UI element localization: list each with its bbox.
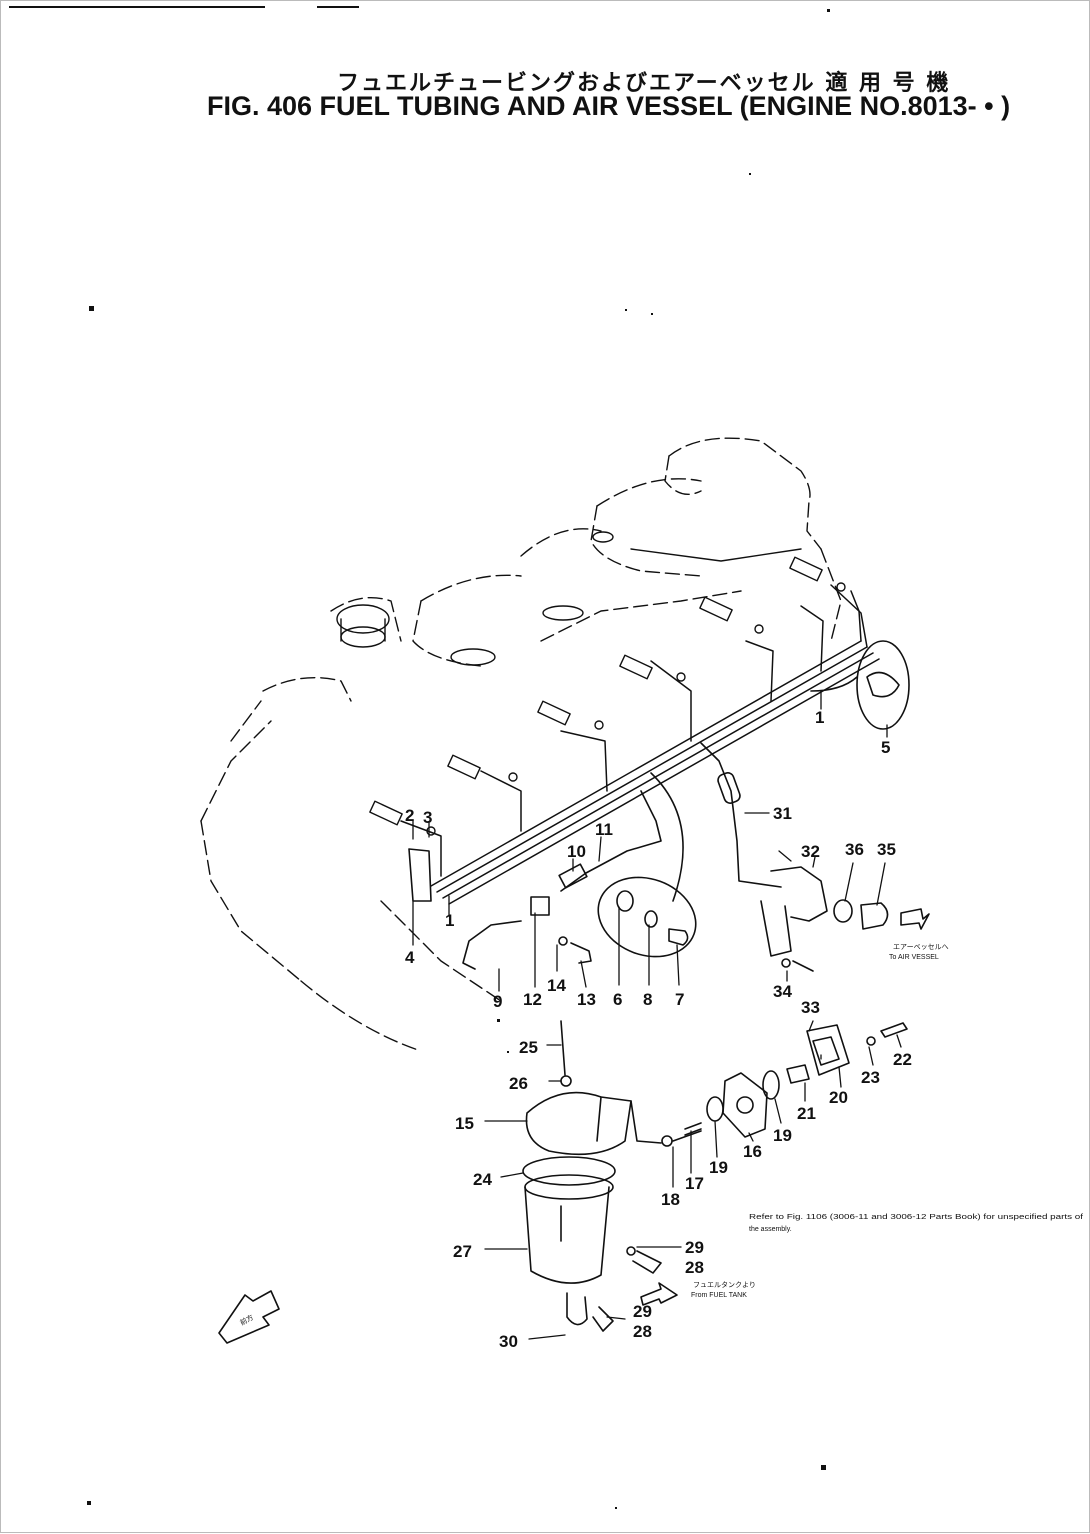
figure-title-japanese: フュエルチュービングおよびエアーベッセル 適 用 号 機 (337, 71, 951, 96)
callout-23: 23 (861, 1068, 880, 1087)
callout-14: 14 (547, 976, 566, 995)
reference-note-line2: the assembly. (749, 1226, 792, 1233)
callout-11: 11 (595, 820, 613, 839)
arrow-annotations: エアーベッセルへ To AIR VESSEL フュエルタンクより From FU… (238, 943, 1083, 1327)
callout-1b: 1 (815, 708, 824, 727)
callout-2: 2 (405, 806, 414, 825)
callout-32: 32 (801, 842, 820, 861)
figure-title: FIG. 406 FUEL TUBING AND AIR VESSEL (ENG… (207, 91, 1011, 121)
from-fuel-tank-label: From FUEL TANK (691, 1292, 747, 1299)
callout-4: 4 (405, 948, 415, 967)
callout-26: 26 (509, 1074, 528, 1093)
callout-24: 24 (473, 1170, 492, 1189)
callout-19a: 19 (709, 1158, 728, 1177)
from-fuel-tank-jp: フュエルタンクより (693, 1280, 756, 1289)
pipe-clamp (408, 848, 432, 902)
return-fittings (462, 772, 697, 970)
callout-3: 3 (423, 808, 432, 827)
callout-21: 21 (797, 1104, 816, 1123)
callout-34: 34 (773, 982, 792, 1001)
callout-1a: 1 (445, 911, 454, 930)
engine-outline (200, 437, 842, 1052)
callout-31: 31 (773, 804, 792, 823)
injection-pipes (400, 584, 880, 905)
callout-28b: 28 (633, 1322, 652, 1341)
front-arrow (218, 1290, 280, 1344)
callout-15: 15 (455, 1114, 474, 1133)
detail-circle-5 (810, 640, 910, 730)
callout-36: 36 (845, 840, 864, 859)
scan-specks (87, 9, 830, 1509)
callout-10: 10 (567, 842, 586, 861)
priming-parts (684, 1022, 908, 1138)
callout-17: 17 (685, 1174, 704, 1193)
callout-13: 13 (577, 990, 596, 1009)
callout-25: 25 (519, 1038, 538, 1057)
callout-29b: 29 (633, 1302, 652, 1321)
header-rule-short (317, 6, 359, 8)
callout-16: 16 (743, 1142, 762, 1161)
callout-27: 27 (453, 1242, 472, 1261)
to-air-vessel-jp: エアーベッセルへ (893, 943, 949, 951)
spill-tube (700, 742, 930, 972)
reference-note-line1: Refer to Fig. 1106 (3006-11 and 3006-12 … (749, 1214, 1083, 1221)
callout-5: 5 (881, 738, 890, 757)
callout-29a: 29 (685, 1238, 704, 1257)
front-arrow-label: 前方 (238, 1313, 255, 1328)
leader-lines (412, 690, 902, 1340)
callout-labels: 1 1 2 3 4 5 6 7 8 9 10 11 12 13 14 15 16… (405, 708, 912, 1351)
callout-18: 18 (661, 1190, 680, 1209)
callout-19b: 19 (773, 1126, 792, 1145)
callout-6: 6 (613, 990, 622, 1009)
callout-7: 7 (675, 990, 684, 1009)
callout-9: 9 (493, 992, 502, 1011)
injector-nozzles (369, 556, 846, 836)
callout-33: 33 (801, 998, 820, 1017)
callout-20: 20 (829, 1088, 848, 1107)
to-air-vessel-label: To AIR VESSEL (889, 954, 939, 961)
header-rule (9, 6, 265, 8)
fuel-filter (522, 1020, 702, 1332)
callout-8: 8 (643, 990, 652, 1009)
callout-12: 12 (523, 990, 542, 1009)
callout-28a: 28 (685, 1258, 704, 1277)
callout-30: 30 (499, 1332, 518, 1351)
callout-35: 35 (877, 840, 896, 859)
callout-22: 22 (893, 1050, 912, 1069)
cylinder-head (336, 531, 802, 666)
